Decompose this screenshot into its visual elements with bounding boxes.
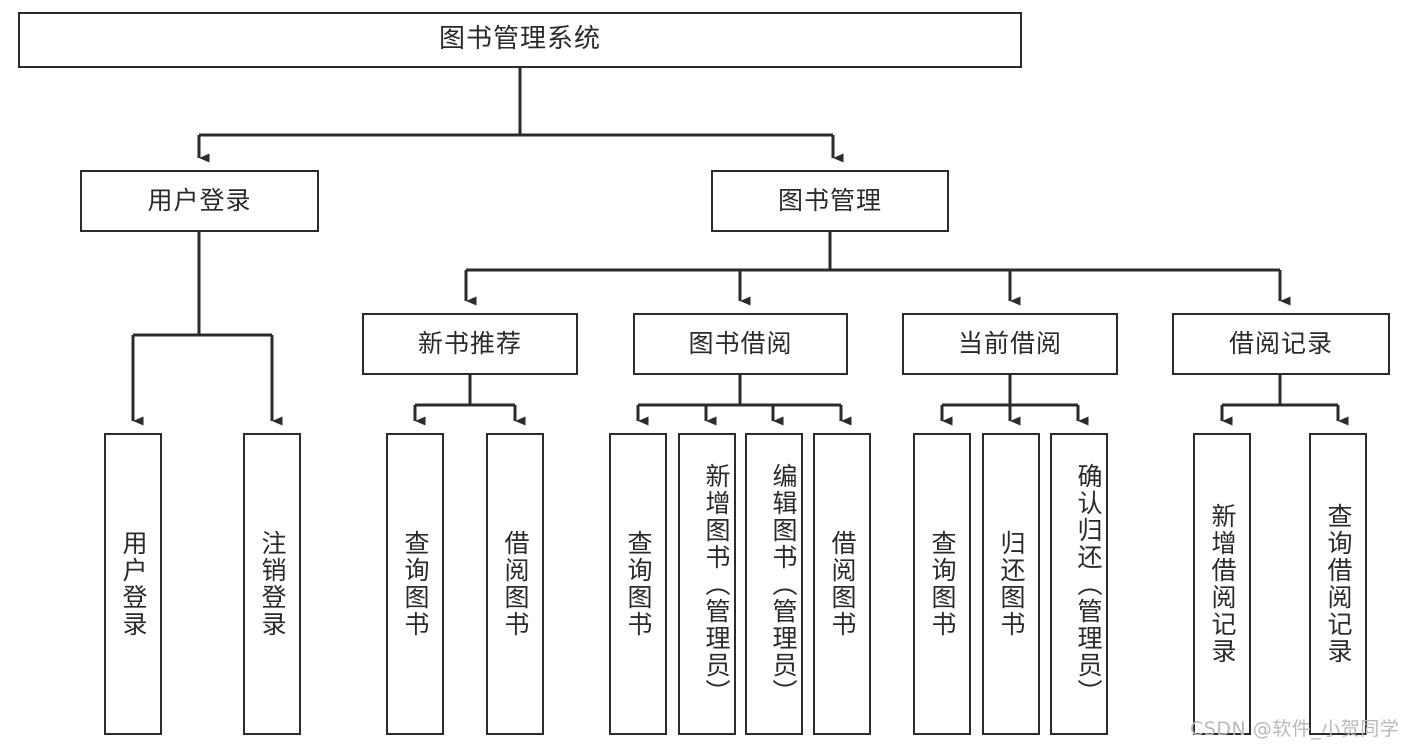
leaf-label: 查询图书 [401, 530, 430, 638]
node-book-management[interactable]: 图书管理 [711, 170, 949, 232]
leaf-label: 查询图书 [624, 530, 653, 638]
leaf-borrow-borrow-book[interactable]: 借阅图书 [813, 433, 871, 735]
csdn-watermark: CSDN @软件_小贺同学 [1190, 718, 1400, 740]
leaf-user-login-logout[interactable]: 注销登录 [243, 433, 301, 735]
node-book-borrow[interactable]: 图书借阅 [633, 313, 848, 375]
leaf-new-book-borrow[interactable]: 借阅图书 [486, 433, 544, 735]
leaf-borrow-query-book[interactable]: 查询图书 [609, 433, 667, 735]
leaf-label: 查询借阅记录 [1324, 503, 1353, 665]
leaf-record-add-record[interactable]: 新增借阅记录 [1193, 433, 1251, 735]
leaf-current-confirm-return-admin[interactable]: 确认归还（管理员） [1050, 433, 1108, 735]
leaf-label: 归还图书 [997, 530, 1026, 638]
leaf-new-book-query[interactable]: 查询图书 [386, 433, 444, 735]
leaf-current-return-book[interactable]: 归还图书 [982, 433, 1040, 735]
leaf-user-login-login[interactable]: 用户登录 [104, 433, 162, 735]
leaf-label: 确认归还（管理员） [1074, 462, 1103, 706]
leaf-label: 新增借阅记录 [1208, 503, 1237, 665]
node-borrow-record[interactable]: 借阅记录 [1172, 313, 1390, 375]
leaf-borrow-add-book-admin[interactable]: 新增图书（管理员） [678, 433, 736, 735]
node-root-system[interactable]: 图书管理系统 [18, 12, 1022, 68]
node-user-login[interactable]: 用户登录 [80, 170, 319, 232]
leaf-label: 借阅图书 [501, 530, 530, 638]
leaf-label: 新增图书（管理员） [702, 462, 731, 706]
leaf-label: 借阅图书 [828, 530, 857, 638]
leaf-label: 查询图书 [928, 530, 957, 638]
leaf-record-query-record[interactable]: 查询借阅记录 [1309, 433, 1367, 735]
leaf-label: 注销登录 [258, 530, 287, 638]
leaf-current-query-book[interactable]: 查询图书 [913, 433, 971, 735]
node-current-borrow[interactable]: 当前借阅 [902, 313, 1118, 375]
leaf-borrow-edit-book-admin[interactable]: 编辑图书（管理员） [745, 433, 803, 735]
node-new-book-recommend[interactable]: 新书推荐 [362, 313, 578, 375]
leaf-label: 用户登录 [119, 530, 148, 638]
leaf-label: 编辑图书（管理员） [769, 462, 798, 706]
